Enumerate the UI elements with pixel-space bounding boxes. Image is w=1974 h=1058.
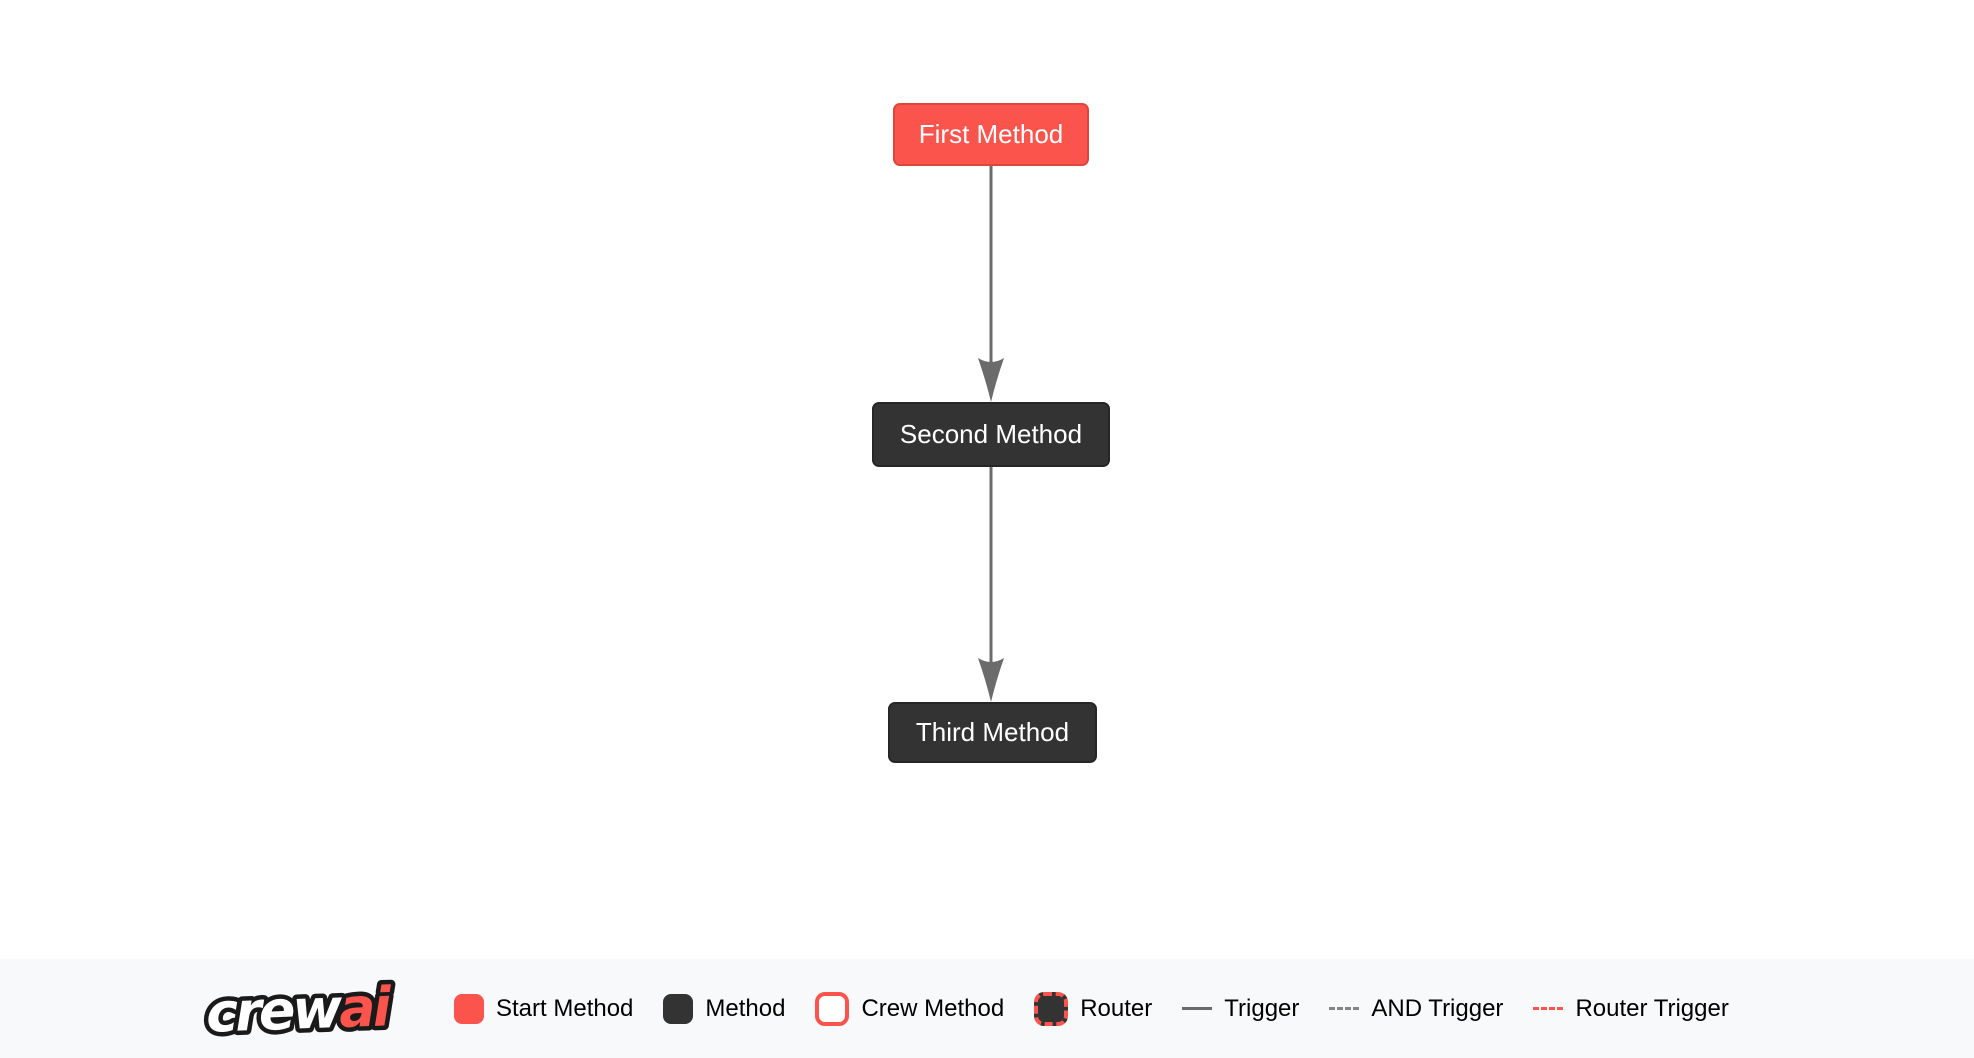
- node-second-method[interactable]: Second Method: [872, 402, 1110, 467]
- legend-label: Router: [1080, 994, 1153, 1022]
- router-trigger-line-icon: [1533, 1007, 1564, 1010]
- legend-label: AND Trigger: [1371, 994, 1504, 1022]
- legend-item-router: Router: [1034, 991, 1153, 1026]
- arrowhead-icon: [978, 358, 1004, 402]
- crew-method-swatch-icon: [815, 991, 850, 1026]
- trigger-edge-first-to-second[interactable]: [978, 166, 1004, 402]
- legend-item-trigger: Trigger: [1182, 995, 1299, 1023]
- router-swatch-icon: [1034, 991, 1069, 1026]
- legend-label: Router Trigger: [1575, 994, 1729, 1022]
- legend-bar: crewai Start Method Method Crew Method R…: [0, 959, 1974, 1058]
- legend-items: Start Method Method Crew Method Router T…: [454, 991, 1729, 1026]
- legend-item-router-trigger: Router Trigger: [1533, 994, 1729, 1023]
- legend-item-start-method: Start Method: [454, 993, 634, 1024]
- node-label: Second Method: [899, 419, 1083, 449]
- trigger-line-icon: [1182, 1007, 1213, 1010]
- legend-item-and-trigger: AND Trigger: [1329, 995, 1503, 1023]
- legend-item-method: Method: [663, 993, 786, 1024]
- and-trigger-line-icon: [1329, 1007, 1360, 1010]
- trigger-edge-second-to-third[interactable]: [978, 467, 1004, 702]
- arrowhead-icon: [978, 658, 1004, 702]
- legend-label: Method: [705, 994, 786, 1022]
- node-third-method[interactable]: Third Method: [888, 702, 1097, 763]
- node-first-method[interactable]: First Method: [893, 103, 1089, 166]
- start-method-swatch-icon: [454, 993, 484, 1024]
- node-label: First Method: [918, 119, 1064, 149]
- method-swatch-icon: [663, 993, 694, 1024]
- legend-label: Crew Method: [861, 994, 1005, 1022]
- flow-canvas[interactable]: First Method Second Method Third Method: [0, 0, 1974, 959]
- legend-item-crew-method: Crew Method: [815, 991, 1005, 1026]
- crewai-logo: crewai: [200, 970, 398, 1048]
- svg-text:crewai: crewai: [205, 975, 394, 1044]
- legend-label: Trigger: [1224, 994, 1300, 1022]
- legend-label: Start Method: [496, 994, 634, 1022]
- node-label: Third Method: [915, 717, 1070, 747]
